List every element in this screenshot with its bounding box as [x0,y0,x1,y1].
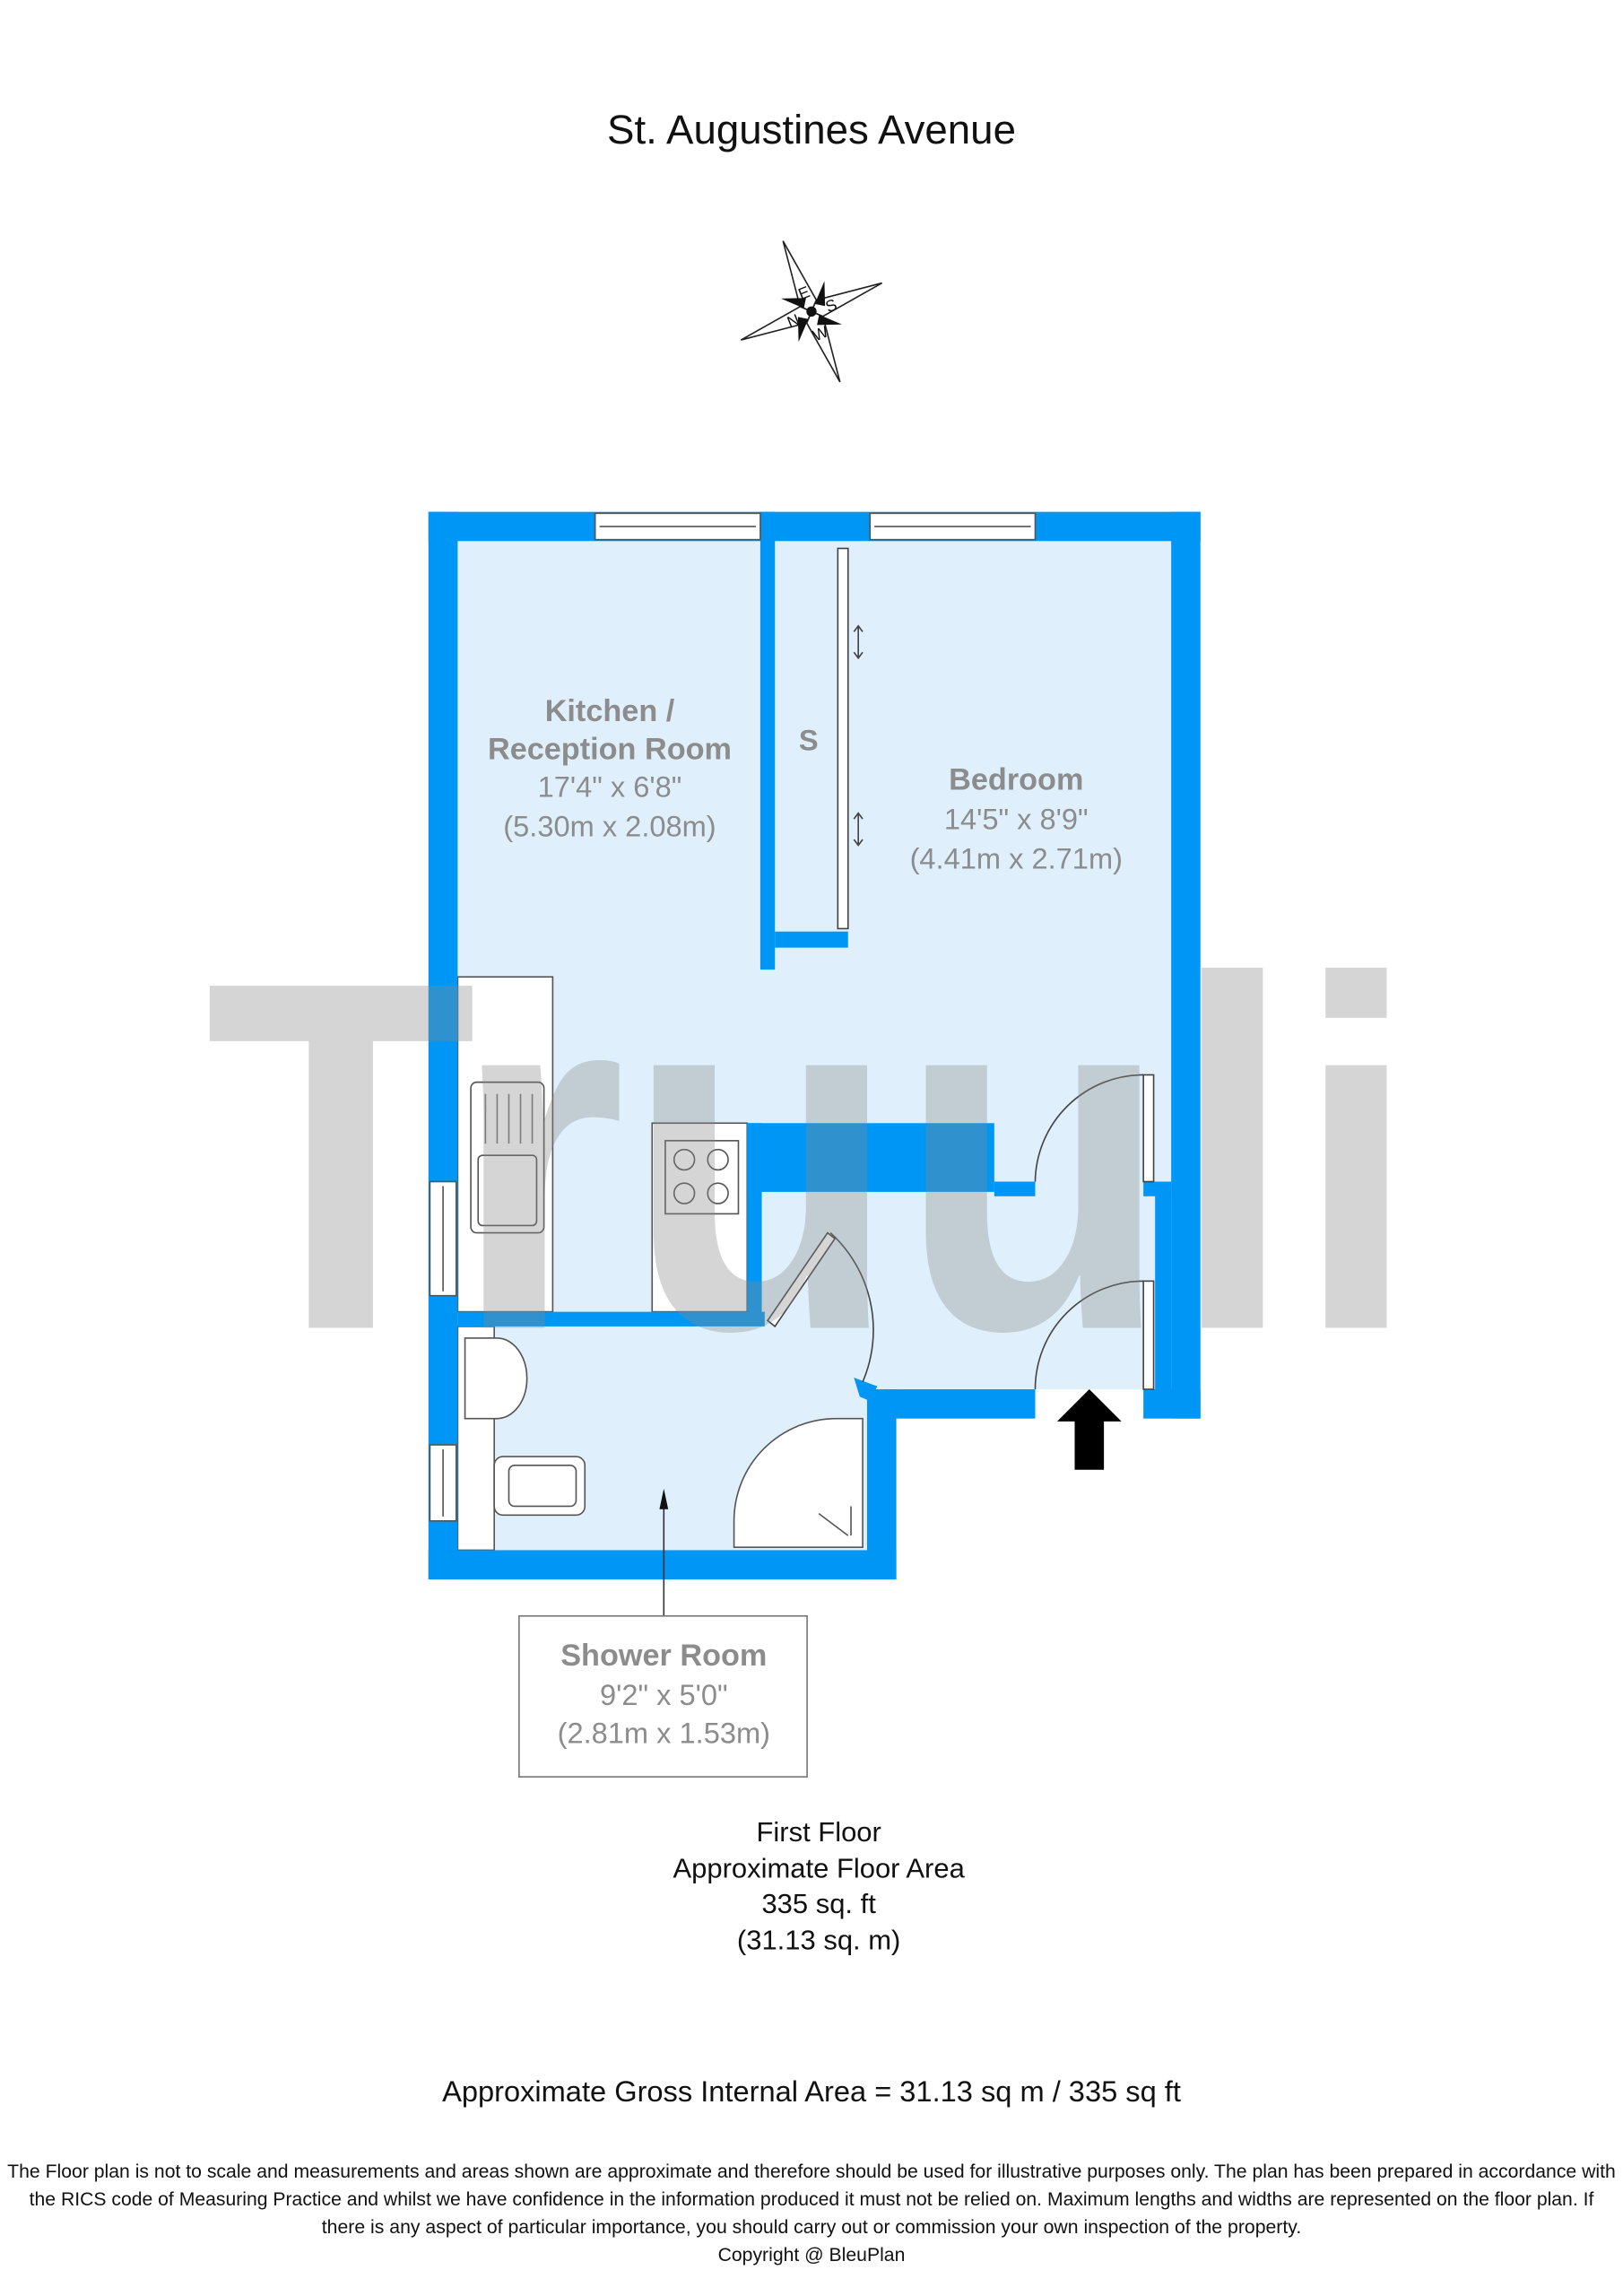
svg-text:335 sq. ft: 335 sq. ft [761,1888,876,1919]
svg-text:(5.30m x 2.08m): (5.30m x 2.08m) [503,810,716,843]
watermark-logo: Truuli [204,879,1418,1434]
compass-icon: N E S W [740,240,883,383]
entrance-door [1142,1280,1155,1390]
disclaimer: The Floor plan is not to scale and measu… [7,2161,1616,2266]
svg-text:(31.13 sq. m): (31.13 sq. m) [737,1925,900,1956]
svg-text:Bedroom: Bedroom [949,763,1083,797]
basin-icon [464,1337,528,1420]
shower-room-door [766,1231,837,1328]
windows [429,512,1037,1522]
entrance-arrow-icon [1056,1389,1122,1470]
svg-text:The Floor plan is not to scale: The Floor plan is not to scale and measu… [7,2161,1616,2182]
storage-label: S [799,723,819,756]
svg-text:(4.41m x 2.71m): (4.41m x 2.71m) [910,842,1123,875]
shower-tray-icon [733,1417,864,1548]
copyright: Copyright @ BleuPlan [718,2245,906,2266]
compass-w: W [810,323,830,345]
svg-text:9'2" x 5'0": 9'2" x 5'0" [600,1678,728,1711]
svg-text:Shower Room: Shower Room [560,1639,767,1673]
floor-area-summary: First Floor Approximate Floor Area 335 s… [673,1816,965,1956]
svg-text:there is any aspect of particu: there is any aspect of particular import… [322,2217,1301,2238]
svg-text:Reception Room: Reception Room [488,732,732,766]
gross-area: Approximate Gross Internal Area = 31.13 … [442,2074,1181,2108]
room-label-kitchen: Kitchen / Reception Room 17'4" x 6'8" (5… [488,694,732,843]
svg-text:17'4" x 6'8": 17'4" x 6'8" [538,770,682,804]
fixtures [456,976,864,1552]
floor-areas [457,541,1172,1551]
room-label-shower: Shower Room 9'2" x 5'0" (2.81m x 1.53m) [518,1614,808,1778]
walls [428,511,1201,1580]
svg-text:Approximate Floor Area: Approximate Floor Area [673,1853,965,1884]
svg-text:Kitchen /: Kitchen / [545,694,675,728]
svg-text:14'5" x 8'9": 14'5" x 8'9" [944,803,1089,836]
door-bedroom [1142,1074,1155,1183]
svg-text:First Floor: First Floor [756,1816,881,1848]
svg-text:the RICS code of Measuring Pra: the RICS code of Measuring Practice and … [30,2189,1594,2210]
compass-n: N [785,310,803,331]
svg-text:Truuli: Truuli [204,879,1418,1434]
doors [766,547,1155,1390]
room-label-bedroom: Bedroom 14'5" x 8'9" (4.41m x 2.71m) [910,763,1123,875]
svg-text:(2.81m x 1.53m): (2.81m x 1.53m) [558,1717,770,1750]
page-title: St. Augustines Avenue [607,107,1016,152]
